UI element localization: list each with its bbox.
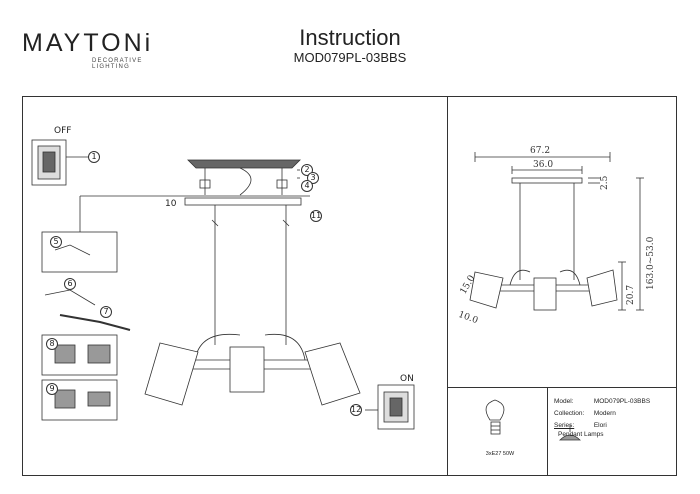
title-instruction: Instruction <box>299 25 401 50</box>
switch-off-icon <box>31 139 67 186</box>
callout-11: 11 <box>310 210 322 222</box>
spec-series: Series: Elori <box>554 422 607 429</box>
spec-model: Model: MOD079PL-03BBS <box>554 398 650 405</box>
switch-on-icon <box>377 384 415 430</box>
instruction-frame <box>22 96 677 476</box>
bulb-spec-label: 3xE27 50W <box>485 451 515 457</box>
callout-8: 8 <box>46 338 58 350</box>
spec-type: Pendant Lamps <box>558 431 604 438</box>
bulb-icon <box>485 399 505 435</box>
callout-7: 7 <box>100 306 112 318</box>
dimension-drawing <box>469 152 644 311</box>
frame-divider-vertical <box>447 96 448 476</box>
brand-logo: MAYTONi DECORATIVE LIGHTING <box>22 30 172 70</box>
document-title: Instruction MOD079PL-03BBS <box>250 26 450 66</box>
dim-shade-height: 20.7 <box>626 284 636 305</box>
callout-4: 4 <box>301 180 313 192</box>
switch-on-label: ON <box>400 374 414 384</box>
spec-series-value: Elori <box>593 422 607 429</box>
ceiling-mount-drawing <box>184 159 302 206</box>
callout-9: 9 <box>46 383 58 395</box>
frame-divider-spec <box>547 387 548 476</box>
spec-collection-label: Collection: <box>554 410 585 417</box>
callout-10: 10 <box>165 199 177 209</box>
spec-model-label: Model: <box>554 398 574 405</box>
callout-6: 6 <box>64 278 76 290</box>
switch-off-label: OFF <box>54 126 72 136</box>
dim-canopy-height: 2.5 <box>600 175 610 190</box>
title-model-code: MOD079PL-03BBS <box>293 50 407 65</box>
dim-total-height: 163.0~53.0 <box>646 236 656 290</box>
dim-overall-width: 67.2 <box>530 146 551 156</box>
brand-name: MAYTONi <box>22 29 154 57</box>
brand-tagline: DECORATIVE LIGHTING <box>92 58 143 70</box>
spec-model-value: MOD079PL-03BBS <box>593 398 651 405</box>
pendant-lamp-icon <box>559 424 581 441</box>
callout-1: 1 <box>88 151 100 163</box>
spec-collection-value: Modern <box>593 410 616 417</box>
dim-canopy-width: 36.0 <box>533 160 554 170</box>
frame-divider-horizontal <box>447 387 677 388</box>
lamp-body-drawing <box>144 333 361 406</box>
callout-5: 5 <box>50 236 62 248</box>
spec-collection: Collection: Modern <box>554 410 616 417</box>
spec-series-label: Series: <box>554 422 575 429</box>
callout-12: 12 <box>350 404 362 416</box>
